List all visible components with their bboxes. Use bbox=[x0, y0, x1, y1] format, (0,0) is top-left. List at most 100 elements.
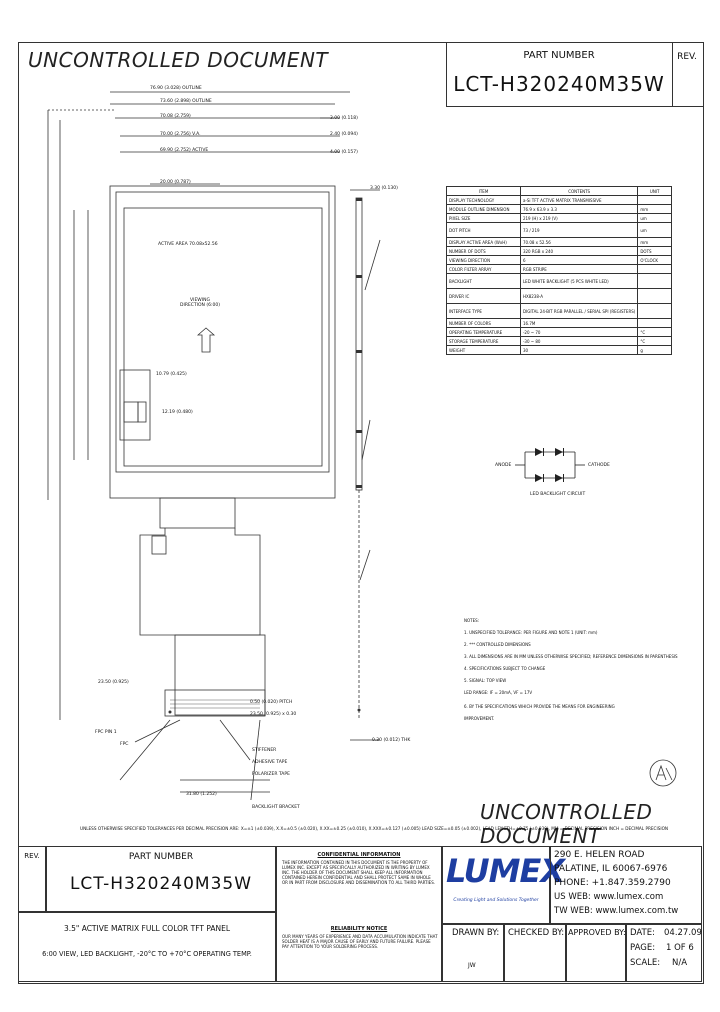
tb-approved-box bbox=[566, 924, 626, 982]
tb-page-label: PAGE: bbox=[630, 943, 656, 953]
led-caption: LED BACKLIGHT CIRCUIT bbox=[530, 492, 586, 497]
tb-rev-label: REV. bbox=[24, 852, 40, 860]
dim-top-3: 70.00 (2.756) V.A. bbox=[160, 132, 201, 137]
dim-top-2: 70.08 (2.759) bbox=[160, 114, 191, 119]
tb-scale-label: SCALE: bbox=[630, 958, 661, 968]
tb-rel-text: OUR MANY YEARS OF EXPERIENCE AND DATA AC… bbox=[282, 934, 438, 949]
spec-cell bbox=[637, 264, 672, 274]
spec-cell: mm bbox=[637, 204, 672, 214]
spec-header: CONTENTS bbox=[519, 186, 639, 196]
notes-line: 1. UNSPECIFIED TOLERANCE: PER FIGURE AND… bbox=[464, 630, 598, 635]
tb-date-box bbox=[626, 924, 702, 982]
cable-dim-1: 12.19 (0.480) bbox=[162, 410, 193, 415]
spec-cell bbox=[637, 318, 672, 328]
header-rev-box bbox=[672, 42, 703, 107]
dim-top-4: 69.90 (2.752) ACTIVE bbox=[160, 148, 209, 153]
spec-cell: °C bbox=[637, 327, 672, 337]
bottom-dim-2: 0.30 (0.012) THK bbox=[372, 738, 411, 743]
dim-right-1: 2.40 (0.094) bbox=[330, 132, 358, 137]
cable-dim-2: 23.50 (0.925) bbox=[98, 680, 129, 685]
rohs-mark-icon bbox=[649, 759, 677, 787]
tb-part-number: LCT-H320240M35W bbox=[69, 874, 253, 894]
bottom-dim-0: 0.50 (0.020) PITCH bbox=[250, 700, 293, 705]
notes-line: 5. SIGNAL: TOP VIEW bbox=[464, 678, 507, 683]
notes-line: 2. *** CONTROLLED DIMENSIONS bbox=[464, 642, 531, 647]
spec-cell: -20 ~ 70 bbox=[519, 327, 639, 337]
dim-top-0: 76.90 (3.028) OUTLINE bbox=[150, 86, 202, 91]
spec-cell: NUMBER OF DOTS bbox=[446, 246, 521, 256]
tb-conf-text: THE INFORMATION CONTAINED IN THIS DOCUME… bbox=[282, 860, 436, 885]
tb-address-box bbox=[550, 846, 702, 924]
spec-cell: OPERATING TEMPERATURE bbox=[446, 327, 521, 337]
tb-desc1: 3.5" ACTIVE MATRIX FULL COLOR TFT PANEL bbox=[63, 924, 231, 933]
spec-cell: COLOR FILTER ARRAY bbox=[446, 264, 521, 274]
notes-line: LED RANGE: IF = 20mA, VF = 17V bbox=[464, 690, 533, 695]
spec-cell bbox=[637, 273, 672, 289]
label-bracket: BACKLIGHT BRACKET bbox=[252, 805, 300, 810]
tb-address-line: 290 E. HELEN ROAD bbox=[554, 850, 645, 860]
spec-row: STORAGE TEMPERATURE-30 ~ 80°C bbox=[446, 336, 672, 346]
notes-line: 4. SPECIFICATIONS SUBJECT TO CHANGE bbox=[464, 666, 546, 671]
spec-cell: RGB STRIPE bbox=[519, 264, 639, 274]
dim-top-6: 20.00 (0.787) bbox=[160, 180, 191, 185]
label-center: VIEWING DIRECTION (6:00) bbox=[180, 298, 220, 308]
tb-rel-title: RELIABILITY NOTICE bbox=[330, 926, 388, 932]
spec-cell: MODULE OUTLINE DIMENSION bbox=[446, 204, 521, 214]
tb-desc-box bbox=[18, 912, 276, 982]
notes-line: 3. ALL DIMENSIONS ARE IN MM UNLESS OTHER… bbox=[464, 654, 678, 659]
spec-header-row: ITEM CONTENTS UNIT bbox=[446, 186, 672, 196]
spec-cell: 30 bbox=[519, 345, 639, 355]
spec-cell bbox=[637, 303, 672, 319]
spec-cell: INTERFACE TYPE bbox=[446, 303, 521, 319]
tb-logo-box bbox=[442, 846, 550, 924]
spec-cell: um bbox=[637, 213, 672, 223]
spec-cell bbox=[637, 195, 672, 205]
notes-title: NOTES: bbox=[464, 618, 479, 623]
led-circuit-diagram bbox=[515, 448, 585, 482]
spec-cell bbox=[637, 288, 672, 304]
label-polarizer: POLARIZER TAPE bbox=[252, 772, 290, 777]
spec-cell: mm bbox=[637, 237, 672, 247]
spec-cell: BACKLIGHT bbox=[446, 273, 521, 289]
rev-label: REV. bbox=[677, 52, 697, 62]
cable-dim-3: 31.80 (1.252) bbox=[186, 792, 217, 797]
cable-dim-0: 10.79 (0.425) bbox=[156, 372, 187, 377]
spec-cell: 219 (H) x 219 (V) bbox=[519, 213, 639, 223]
spec-cell: a-Si TFT ACTIVE MATRIX TRANSMISSIVE bbox=[519, 195, 639, 205]
spec-cell: O'CLOCK bbox=[637, 255, 672, 265]
tb-address-line: PALATINE, IL 60067-6976 bbox=[554, 864, 668, 874]
part-number-label: PART NUMBER bbox=[523, 50, 595, 61]
header-part-box bbox=[446, 42, 673, 107]
spec-cell: g bbox=[637, 345, 672, 355]
tb-page: 1 OF 6 bbox=[666, 943, 694, 953]
drawing-border bbox=[18, 42, 704, 984]
spec-cell: 70.08 x 52.56 bbox=[519, 237, 639, 247]
dim-right-2: 3.30 (0.130) bbox=[370, 186, 398, 191]
spec-cell: 16.7M bbox=[519, 318, 639, 328]
led-anode: ANODE bbox=[495, 463, 512, 468]
tb-approved-label: APPROVED BY: bbox=[568, 928, 626, 937]
tb-part-box bbox=[46, 846, 276, 912]
tb-drawn-box bbox=[442, 924, 504, 982]
spec-cell: PIXEL SIZE bbox=[446, 213, 521, 223]
spec-row: OPERATING TEMPERATURE-20 ~ 70°C bbox=[446, 327, 672, 337]
spec-cell: °C bbox=[637, 336, 672, 346]
spec-cell: DISPLAY ACTIVE AREA (WxH) bbox=[446, 237, 521, 247]
tb-drawn-by: JW bbox=[468, 962, 476, 969]
tb-confidential-box bbox=[276, 846, 442, 982]
label-stiffener: STIFFENER bbox=[252, 748, 277, 753]
tolerance-note: UNLESS OTHERWISE SPECIFIED TOLERANCES PE… bbox=[80, 826, 669, 831]
tb-part-label: PART NUMBER bbox=[128, 852, 194, 862]
tb-address-line: PHONE: +1.847.359.2790 bbox=[554, 878, 671, 888]
watermark-top: UNCONTROLLED DOCUMENT bbox=[28, 48, 329, 72]
tb-address-line: TW WEB: www.lumex.com.tw bbox=[554, 906, 679, 916]
